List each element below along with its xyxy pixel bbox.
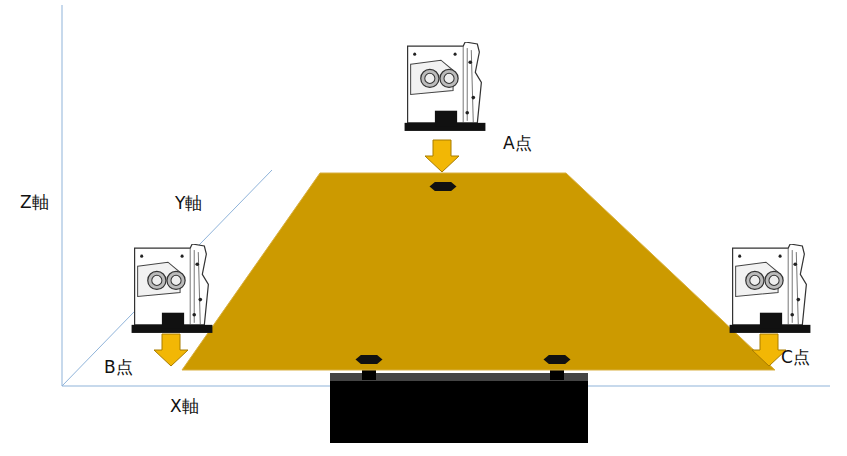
axis-or-point-label: Y軸: [175, 193, 202, 213]
axis-or-point-label: X軸: [170, 396, 199, 416]
axis-or-point-label: B点: [104, 357, 133, 377]
axis-or-point-label: Z軸: [20, 192, 49, 212]
axis-or-point-label: A点: [503, 133, 532, 153]
axis-or-point-label: C点: [781, 347, 810, 367]
